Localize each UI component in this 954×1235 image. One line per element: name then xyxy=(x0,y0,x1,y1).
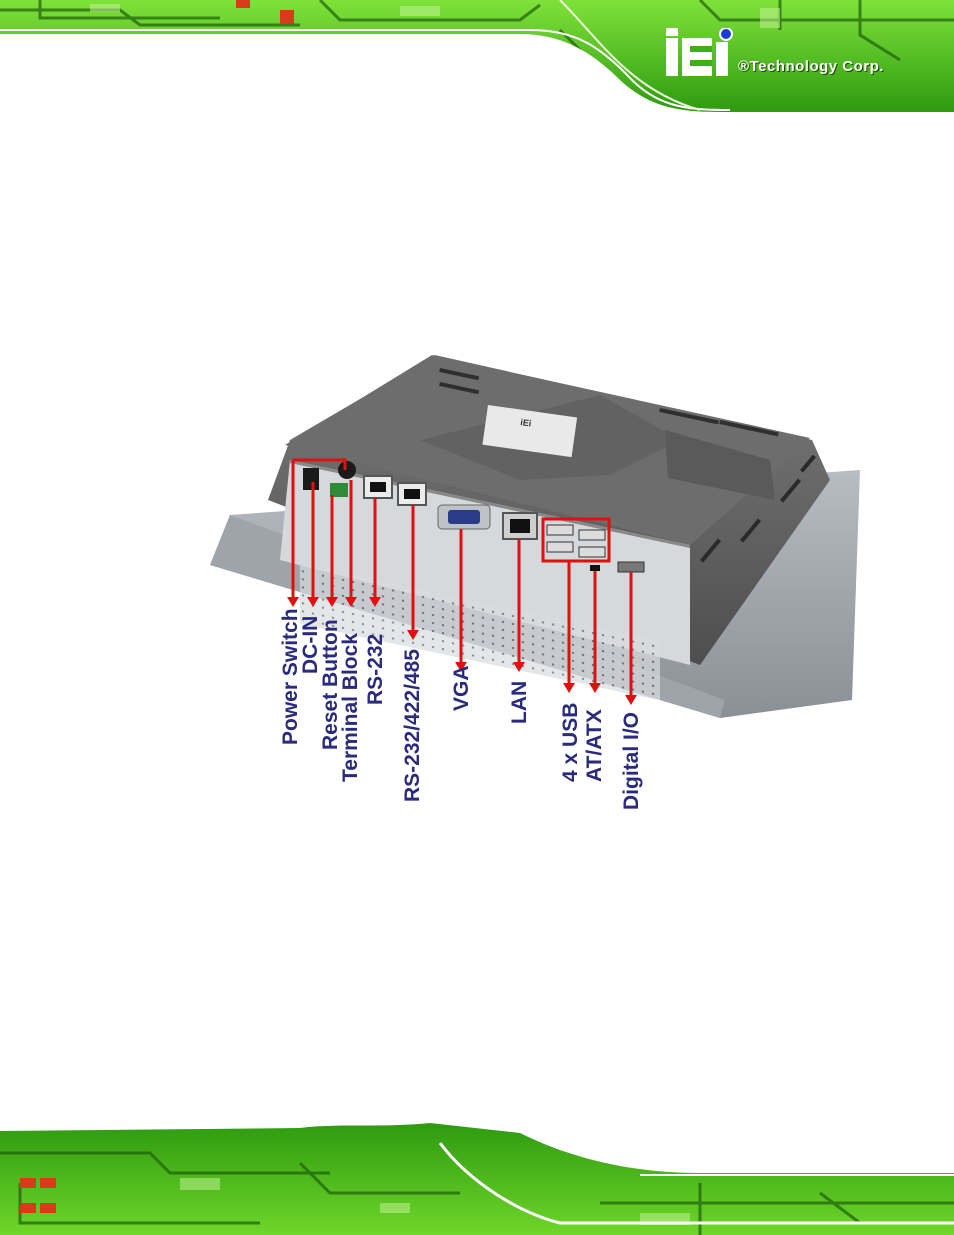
label-reset-button: Reset Button xyxy=(319,619,342,750)
company-logo: ®Technology Corp. xyxy=(664,28,944,88)
iei-logo-icon xyxy=(666,28,733,76)
terminal-block-port xyxy=(330,483,348,497)
label-terminal-block: Terminal Block xyxy=(339,633,362,782)
panel-pc-body: iEi xyxy=(268,355,830,701)
callout-lines xyxy=(291,458,633,695)
label-rs232-422-485: RS-232/422/485 xyxy=(401,649,424,802)
label-dc-in: DC-IN xyxy=(299,616,322,674)
label-vga: VGA xyxy=(450,665,473,711)
label-digital-io: Digital I/O xyxy=(620,712,643,810)
product-label-text: iEi xyxy=(520,417,532,428)
usb-ports xyxy=(546,524,606,558)
label-at-atx: AT/ATX xyxy=(583,709,606,782)
io-connectors xyxy=(303,461,645,573)
callout-labels: Power Switch DC-IN Reset Button Terminal… xyxy=(279,608,643,810)
footer-banner xyxy=(0,1123,954,1235)
label-rs232: RS-232 xyxy=(364,634,387,705)
label-lan: LAN xyxy=(508,681,531,724)
power-switch-port xyxy=(303,468,319,490)
label-power-switch: Power Switch xyxy=(279,608,302,745)
digital-io-port xyxy=(617,561,645,573)
label-usb: 4 x USB xyxy=(559,703,582,782)
logo-text: ®Technology Corp. xyxy=(738,58,884,75)
dc-in-port xyxy=(338,461,356,479)
header-banner: ®Technology Corp. xyxy=(0,0,954,112)
callout-arrowheads xyxy=(287,597,637,705)
at-atx-switch xyxy=(590,565,600,571)
